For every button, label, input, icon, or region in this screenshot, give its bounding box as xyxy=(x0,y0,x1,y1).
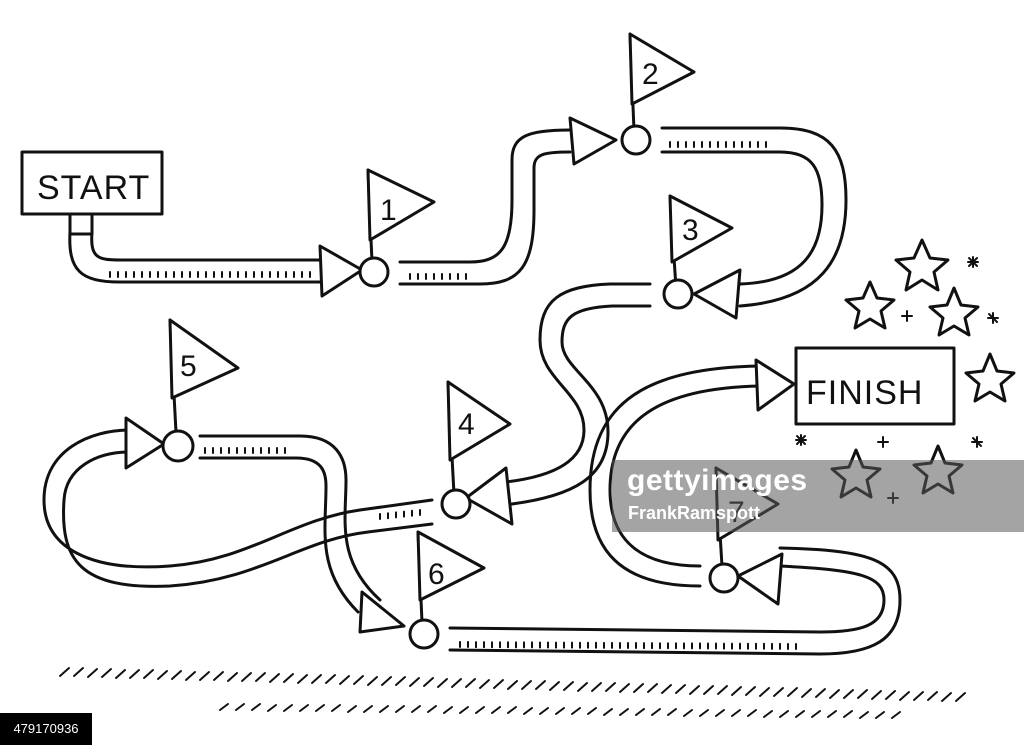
start-label: START xyxy=(37,169,150,207)
flag-2: 2 xyxy=(620,32,696,156)
flag-1: 1 xyxy=(358,168,436,288)
path-6-to-7 xyxy=(448,546,902,656)
path-2-to-3 xyxy=(660,126,848,320)
flag-3: 3 xyxy=(662,194,734,310)
flag-3-number: 3 xyxy=(682,214,699,247)
finish-label: FINISH xyxy=(806,374,923,412)
start-sign: START xyxy=(20,150,164,236)
watermark-credit: FrankRamspott xyxy=(628,503,761,523)
ground-hatching xyxy=(59,141,966,719)
watermark-band xyxy=(612,460,1024,532)
star-icon xyxy=(964,352,1016,403)
star-icon xyxy=(894,238,950,292)
star-icon xyxy=(844,280,896,330)
path-4-to-5 xyxy=(42,416,434,588)
flag-5: 5 xyxy=(161,318,240,463)
flag-5-number: 5 xyxy=(180,350,197,383)
flag-2-number: 2 xyxy=(642,58,659,91)
star-icon xyxy=(928,286,980,337)
flag-1-number: 1 xyxy=(380,194,397,227)
path-1-to-2 xyxy=(398,116,618,286)
path-5-to-6 xyxy=(198,434,406,634)
path-3-to-4 xyxy=(464,282,652,526)
path-7-to-finish xyxy=(588,358,796,588)
flag-4: 4 xyxy=(440,380,512,520)
image-id-badge: 479170936 xyxy=(0,713,92,745)
watermark-brand: gettyimages xyxy=(627,464,808,497)
flag-6: 6 xyxy=(408,530,486,650)
flag-4-number: 4 xyxy=(458,408,475,441)
path-start-to-1 xyxy=(68,230,364,298)
flag-6-number: 6 xyxy=(428,558,445,591)
finish-sign: FINISH xyxy=(794,346,956,426)
